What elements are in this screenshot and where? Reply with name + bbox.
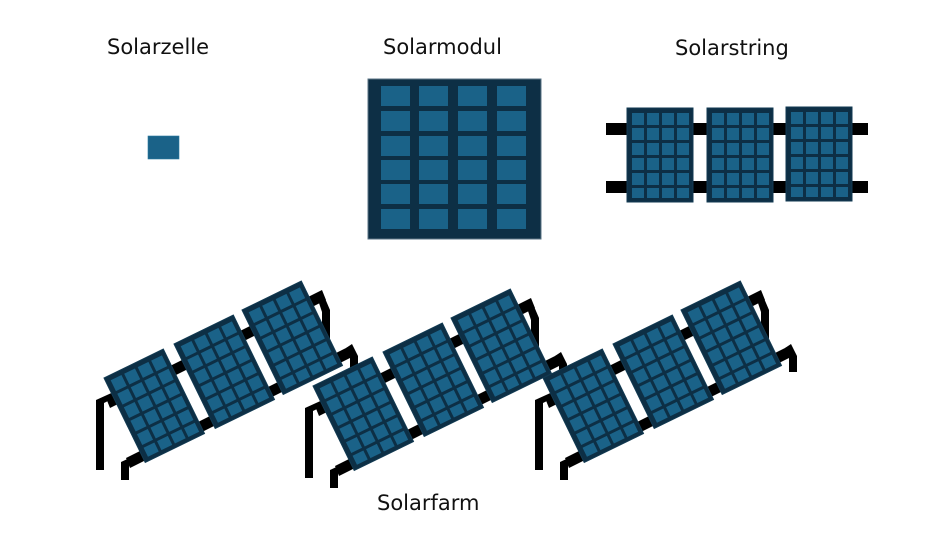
label-solarstring: Solarstring	[675, 36, 789, 60]
solar-string	[606, 106, 868, 203]
label-solarfarm: Solarfarm	[377, 491, 480, 515]
solar-cell	[147, 135, 180, 160]
label-solarmodul: Solarmodul	[383, 35, 502, 59]
solar-farm	[96, 281, 797, 488]
solar-module	[367, 78, 542, 240]
label-solarzelle: Solarzelle	[107, 35, 210, 59]
